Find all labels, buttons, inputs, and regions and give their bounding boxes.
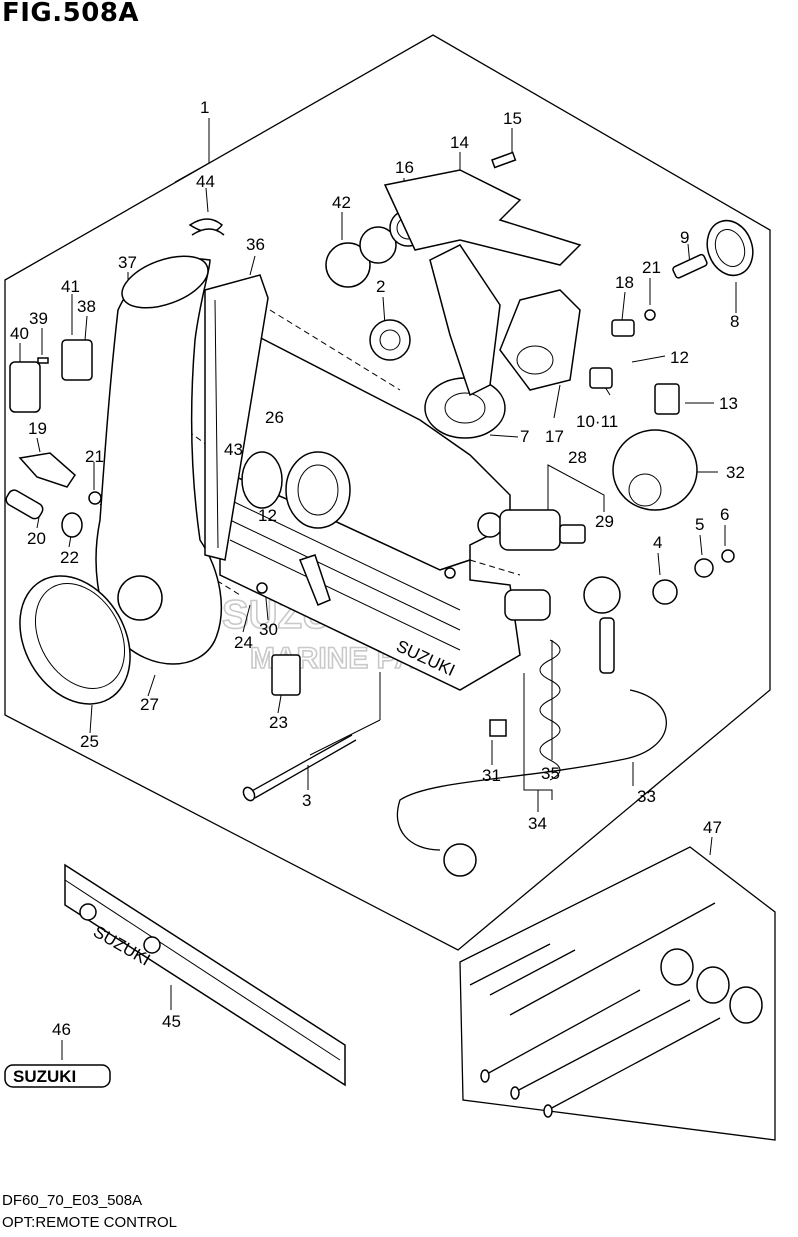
callout-38: 38 — [77, 297, 96, 316]
side-trim — [204, 274, 269, 561]
callout-27: 27 — [140, 695, 159, 714]
callout-12-left: 12 — [258, 506, 277, 525]
callout-19: 19 — [28, 419, 47, 438]
callout-47: 47 — [703, 818, 722, 837]
callout-26: 26 — [265, 408, 284, 427]
callout-21-right: 21 — [642, 258, 661, 277]
callout-24: 24 — [234, 633, 253, 652]
callout-3: 3 — [302, 791, 311, 810]
handle-lever — [95, 255, 223, 665]
callout-39: 39 — [29, 309, 48, 328]
long-screw — [242, 734, 357, 802]
mid-parts — [241, 451, 456, 696]
kit-frame — [459, 846, 776, 1141]
figure-title: FIG.508A — [2, 0, 140, 28]
callout-6: 6 — [720, 505, 729, 524]
callout-35: 35 — [541, 764, 560, 783]
callout-34: 34 — [528, 814, 547, 833]
figure-caption: OPT:REMOTE CONTROL — [2, 1214, 178, 1231]
callout-2: 2 — [376, 277, 385, 296]
callout-40: 40 — [10, 324, 29, 343]
callout-20: 20 — [27, 529, 46, 548]
callout-46: 46 — [52, 1020, 71, 1039]
callout-4: 4 — [653, 533, 662, 552]
callout-44: 44 — [196, 172, 215, 191]
kit-parts — [469, 902, 763, 1118]
callout-1: 1 — [200, 98, 209, 117]
callout-30: 30 — [259, 620, 278, 639]
callout-25: 25 — [80, 732, 99, 751]
callout-33: 33 — [637, 787, 656, 806]
callout-15: 15 — [503, 109, 522, 128]
callout-29: 29 — [595, 512, 614, 531]
callout-9: 9 — [680, 228, 689, 247]
callout-32: 32 — [726, 463, 745, 482]
main-assembly-frame — [4, 34, 771, 951]
callout-41: 41 — [61, 277, 80, 296]
callout-37: 37 — [118, 253, 137, 272]
callout-8: 8 — [730, 312, 739, 331]
callout-22: 22 — [60, 548, 79, 567]
callout-14: 14 — [450, 133, 469, 152]
callout-5: 5 — [695, 515, 704, 534]
callout-12-right: 12 — [670, 348, 689, 367]
right-small-parts — [589, 219, 754, 605]
key-switch-assembly — [396, 509, 667, 877]
control-body: SUZUKI — [219, 334, 521, 691]
callout-23: 23 — [269, 713, 288, 732]
callout-18: 18 — [615, 273, 634, 292]
callout-31: 31 — [482, 766, 501, 785]
cover-plate — [19, 575, 131, 705]
emblem: SUZUKI — [4, 1064, 111, 1088]
upper-parts — [325, 151, 582, 439]
emblem-text: SUZUKI — [13, 1067, 76, 1086]
callout-17: 17 — [545, 427, 564, 446]
callout-28: 28 — [568, 448, 587, 467]
callout-36: 36 — [246, 235, 265, 254]
callout-45: 45 — [162, 1012, 181, 1031]
callout-16: 16 — [395, 158, 414, 177]
callout-21-left: 21 — [85, 447, 104, 466]
callout-numbers: 1 2 3 4 5 6 7 8 9 10·11 12 12 13 14 15 1… — [10, 98, 745, 1039]
model-code: DF60_70_E03_508A — [2, 1192, 143, 1209]
callout-13: 13 — [719, 394, 738, 413]
side-badge-plate: SUZUKI — [64, 863, 346, 1087]
left-small-parts — [5, 218, 225, 538]
callout-43: 43 — [224, 440, 243, 459]
callout-42: 42 — [332, 193, 351, 212]
callout-7: 7 — [520, 427, 529, 446]
callout-10-11: 10·11 — [576, 412, 618, 431]
